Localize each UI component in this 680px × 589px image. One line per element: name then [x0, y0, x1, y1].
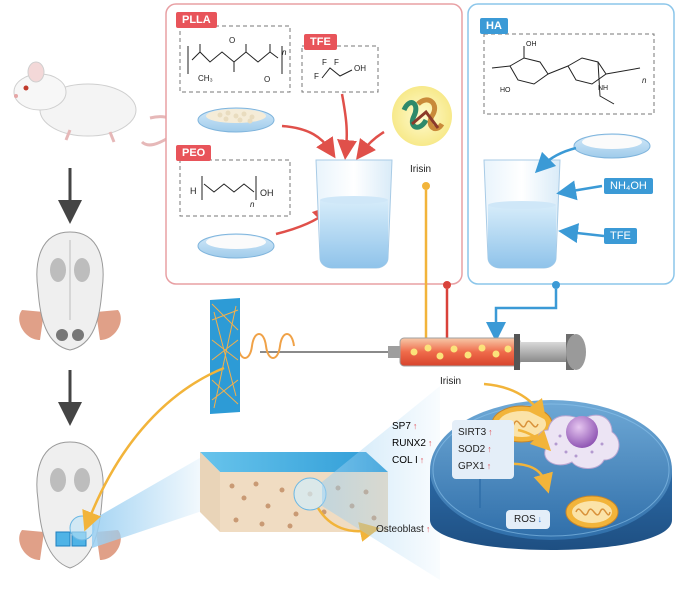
plla-ch3: CH₃ [198, 74, 213, 83]
ha-ho: HO [500, 87, 511, 94]
fiber-mat [210, 298, 240, 414]
up-arrow-icon: ↑ [487, 444, 492, 454]
syringe [260, 334, 586, 370]
marker-runx2: RUNX2↑ [392, 435, 438, 452]
plla-beaker [315, 159, 393, 269]
ha-structure [491, 46, 641, 105]
peo-oh: OH [260, 188, 274, 198]
osteoblast-cell [537, 414, 620, 469]
ha-dish [573, 133, 651, 159]
enzyme-chip: SIRT3↑ SOD2↑ GPX1↑ [452, 420, 514, 479]
plla-n-label: n [282, 48, 287, 57]
tfe-f1: F [322, 58, 327, 67]
peo-tag: PEO [176, 145, 212, 161]
marker-list: SP7↑ RUNX2↑ COL I↑ [392, 418, 438, 469]
cell-irisin-label: Irisin [440, 376, 462, 387]
tfe-f2: F [334, 58, 339, 67]
ha-tag: HA [480, 18, 508, 34]
plla-structure-box [179, 25, 291, 93]
marker-sp7: SP7↑ [392, 418, 438, 435]
up-arrow-icon: ↑ [427, 438, 433, 448]
enzyme-sirt3: SIRT3↑ [458, 424, 508, 441]
enzyme-sod2: SOD2↑ [458, 441, 508, 458]
up-arrow-icon: ↑ [488, 427, 493, 437]
peo-structure-box [179, 159, 291, 217]
ha-beaker [483, 159, 561, 269]
peo-bonds [201, 176, 257, 200]
rat-illustration [13, 61, 178, 147]
peo-dish [197, 233, 275, 259]
irisin-label: Irisin [410, 164, 432, 175]
marker-col1: COL I↑ [392, 452, 438, 469]
ha-nh: NH [598, 85, 608, 92]
skull-top [19, 231, 121, 351]
peo-h: H [190, 186, 197, 196]
marker-col1-label: COL I [392, 455, 418, 466]
cell-zoom-beam [322, 386, 440, 580]
zoom-beam [92, 455, 205, 548]
enzyme-gpx1: GPX1↑ [458, 458, 508, 475]
ros-chip: ROS↓ [506, 510, 551, 529]
enzyme-sirt3-label: SIRT3 [458, 427, 487, 438]
plla-o-atom: O [229, 36, 235, 45]
down-arrow-icon: ↓ [537, 514, 543, 524]
implant-arrow [82, 366, 225, 532]
tfe-f3: F [314, 72, 319, 81]
plla-dish [197, 107, 275, 133]
marker-sp7-label: SP7 [392, 421, 411, 432]
nh4oh-tag: NH₄OH [604, 178, 653, 194]
plla-o2: O [264, 75, 270, 84]
tfe-tag: TFE [304, 34, 337, 50]
tfe-blue-tag: TFE [604, 228, 637, 244]
tfe-bonds [321, 67, 353, 79]
ros-label: ROS [514, 514, 536, 525]
enzyme-gpx1-label: GPX1 [458, 461, 485, 472]
irisin-protein [392, 86, 452, 146]
peo-n: n [250, 200, 255, 209]
up-arrow-icon: ↑ [425, 524, 431, 534]
ha-n: n [642, 76, 647, 85]
skull-implanted [19, 441, 121, 569]
plla-structure [187, 44, 283, 74]
tfe-structure-box [301, 45, 379, 93]
up-arrow-icon: ↑ [412, 421, 418, 431]
enzyme-sod2-label: SOD2 [458, 444, 486, 455]
plla-tag: PLLA [176, 12, 217, 28]
up-arrow-icon: ↑ [486, 461, 492, 471]
ha-oh1: OH [526, 41, 537, 48]
marker-runx2-label: RUNX2 [392, 438, 426, 449]
up-arrow-icon: ↑ [419, 455, 425, 465]
blue-input-arrows [534, 146, 605, 244]
mitochondrion-bottom [565, 495, 619, 529]
ha-structure-box [483, 33, 655, 115]
tfe-oh: OH [354, 64, 366, 73]
osteoblast-label-wrap: Osteoblast↑ [376, 524, 430, 535]
osteoblast-label: Osteoblast [376, 524, 424, 535]
